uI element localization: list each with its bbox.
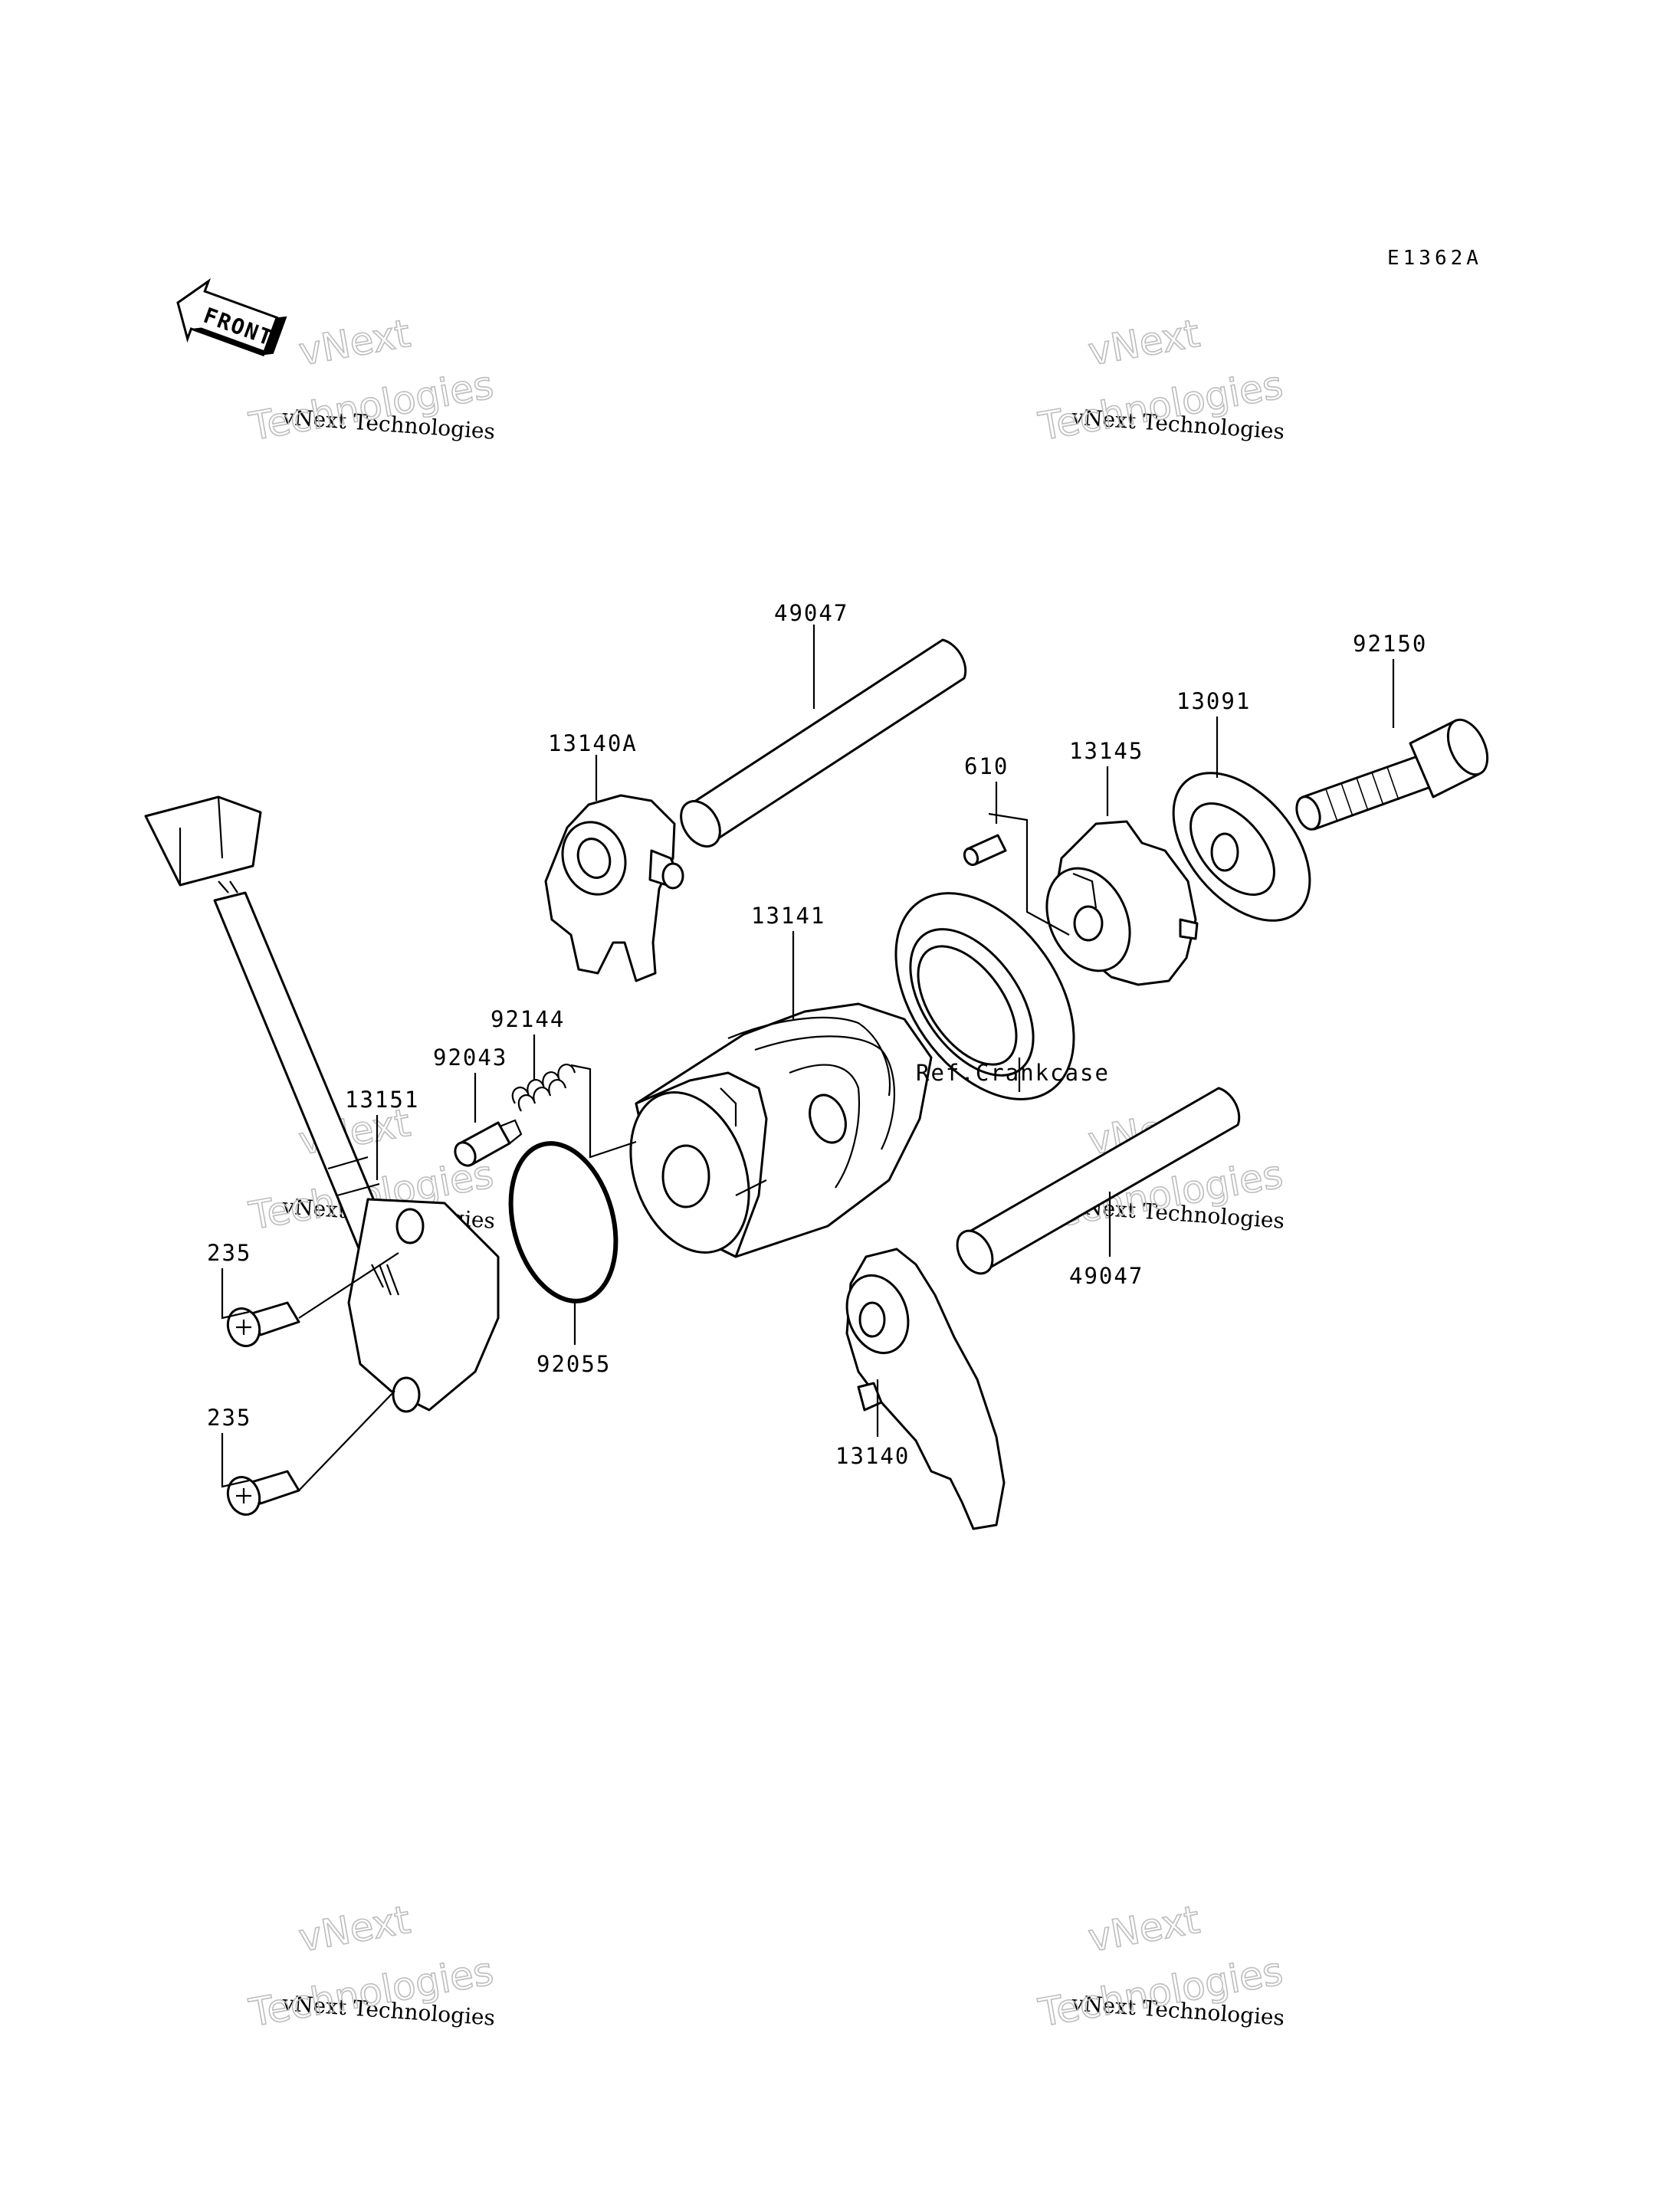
reference-note: Ref.Crankcase bbox=[916, 1060, 1110, 1086]
callout-pin: 610 bbox=[964, 753, 1009, 779]
callout-plunger: 92043 bbox=[433, 1044, 507, 1071]
callout-fork-bottom: 13140 bbox=[835, 1443, 910, 1469]
watermark: vNext vNext Technologies Technologies bbox=[1035, 310, 1287, 450]
shift-fork-top bbox=[544, 794, 684, 982]
callout-bolt: 92150 bbox=[1353, 631, 1427, 657]
bearing bbox=[894, 892, 1075, 1100]
callout-oring: 92055 bbox=[536, 1351, 611, 1377]
watermark-big-top: vNext bbox=[296, 1897, 414, 1960]
shift-fork-bottom bbox=[845, 1248, 1006, 1530]
dowel-pin bbox=[963, 834, 1007, 867]
callout-spring: 92144 bbox=[491, 1006, 565, 1032]
watermark: vNext vNext Technologies Technologies bbox=[245, 1897, 497, 2036]
callout-screw-top: 235 bbox=[207, 1240, 251, 1266]
watermark-big-top: vNext bbox=[296, 311, 414, 374]
washer bbox=[1172, 772, 1311, 922]
screw-bottom bbox=[226, 1470, 300, 1516]
callout-fork-top: 13140A bbox=[548, 730, 638, 756]
callout-sensor: 13151 bbox=[345, 1087, 419, 1113]
callout-washer: 13091 bbox=[1176, 688, 1251, 714]
shift-rod-bottom bbox=[956, 1087, 1241, 1275]
bolt bbox=[1295, 718, 1489, 831]
diagram-code: E1362A bbox=[1387, 247, 1482, 270]
callout-plate: 13145 bbox=[1069, 738, 1144, 764]
o-ring bbox=[508, 1141, 619, 1303]
callout-shaft-top: 49047 bbox=[774, 600, 848, 626]
spring bbox=[511, 1064, 576, 1112]
watermark: vNext vNext Technologies Technologies bbox=[1035, 1897, 1287, 2036]
shift-drum bbox=[629, 1002, 933, 1258]
watermark-big-top: vNext bbox=[1085, 1897, 1203, 1960]
screw-top bbox=[226, 1301, 300, 1347]
gear-position-sensor bbox=[144, 795, 500, 1413]
front-arrow-icon: FRONT bbox=[176, 278, 287, 357]
callout-shaft-bottom: 49047 bbox=[1069, 1263, 1144, 1289]
pin-plate bbox=[1045, 820, 1199, 986]
watermark-big-top: vNext bbox=[1085, 311, 1203, 374]
shift-rod-top bbox=[680, 638, 967, 848]
callout-drum: 13141 bbox=[751, 903, 825, 929]
callout-screw-bottom: 235 bbox=[207, 1405, 251, 1431]
plunger bbox=[454, 1119, 523, 1167]
